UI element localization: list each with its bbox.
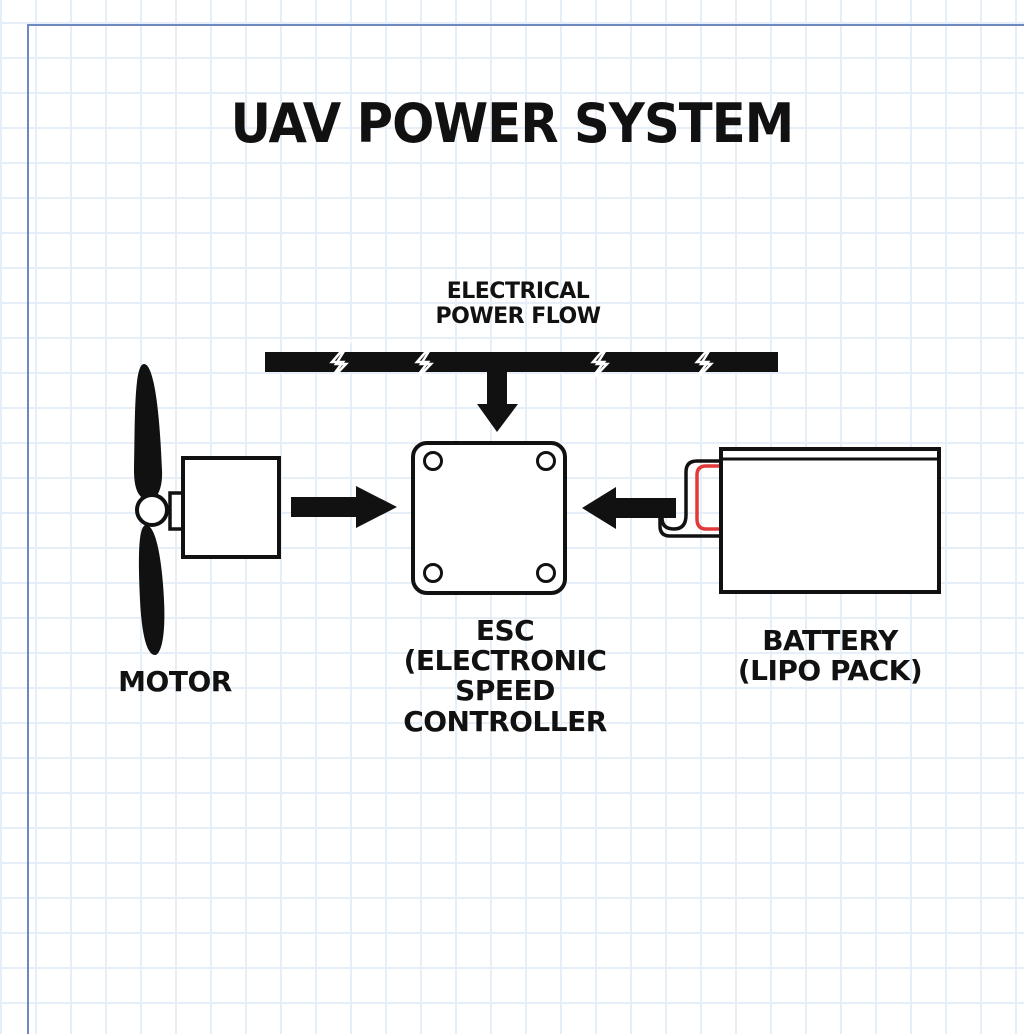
battery-label: BATTERY (LIPO PACK) xyxy=(715,624,945,688)
lightning-bolt-icon xyxy=(585,339,614,387)
motor-icon xyxy=(168,456,281,559)
propeller-icon xyxy=(134,364,169,655)
arrow-down-icon xyxy=(477,370,518,432)
lightning-bolt-icon xyxy=(689,339,718,387)
esc-label-line: ESC xyxy=(475,614,535,647)
battery-label-line: (LIPO PACK) xyxy=(737,654,923,688)
lightning-bolt-icon xyxy=(409,339,438,387)
battery-icon xyxy=(719,447,941,594)
power-flow-label-line: ELECTRICAL xyxy=(446,279,590,304)
esc-icon xyxy=(411,441,567,595)
power-flow-label: ELECTRICAL POWER FLOW xyxy=(418,279,618,329)
power-flow-label-line: POWER FLOW xyxy=(435,303,601,329)
motor-label: MOTOR xyxy=(118,665,232,698)
esc-label-line: SPEED xyxy=(455,674,555,708)
page-frame xyxy=(27,24,1024,1034)
power-bus-bar xyxy=(265,352,778,372)
esc-label-line: CONTROLLER xyxy=(403,704,607,738)
esc-label-line: (ELECTRONIC xyxy=(403,644,607,678)
diagram-title: UAV POWER SYSTEM xyxy=(230,92,795,155)
arrow-right-icon xyxy=(291,486,397,528)
esc-label: ESC (ELECTRONIC SPEED CONTROLLER xyxy=(385,614,625,738)
battery-leads xyxy=(658,459,721,538)
lightning-bolt-icon xyxy=(324,339,353,387)
power-bus xyxy=(265,339,778,387)
battery-label-line: BATTERY xyxy=(762,624,898,657)
